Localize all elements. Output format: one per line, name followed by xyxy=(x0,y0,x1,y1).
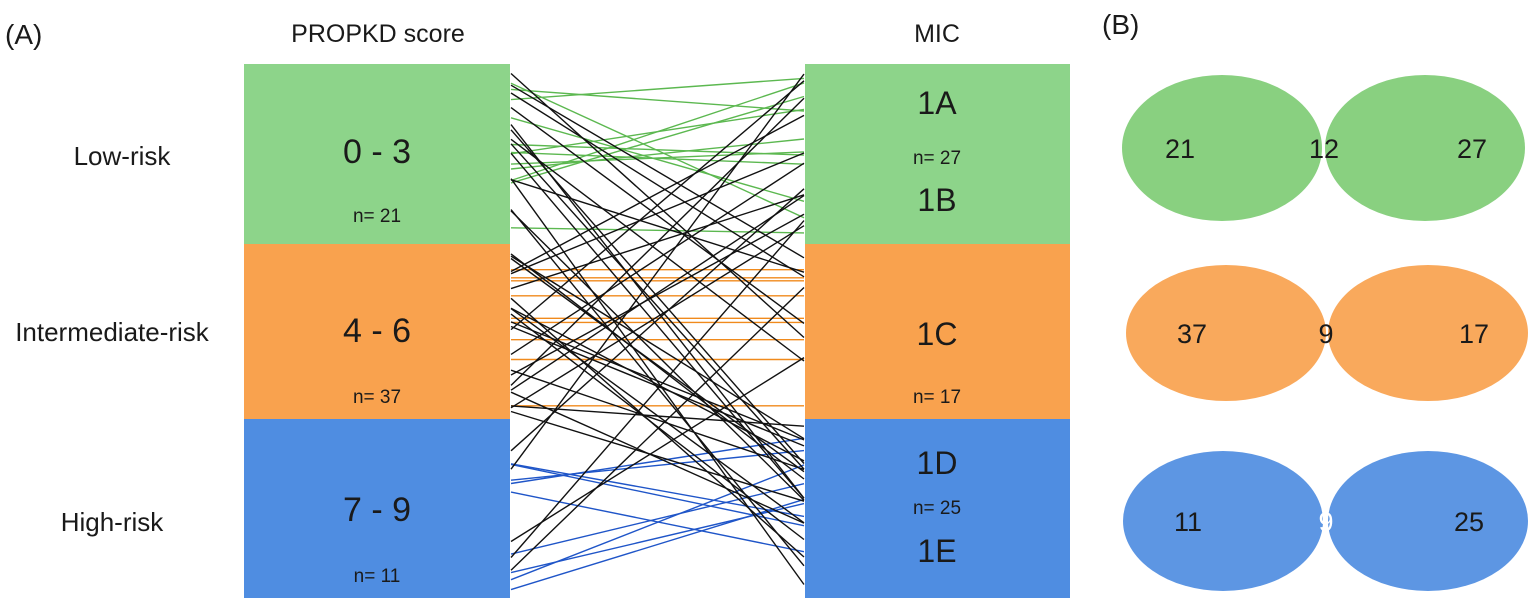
connector-line-high xyxy=(510,463,805,527)
connector-line-mismatch xyxy=(510,97,805,386)
connector-line-mismatch xyxy=(510,225,805,409)
connector-line-mismatch xyxy=(510,220,805,558)
score-range-high: 7 - 9 xyxy=(343,491,411,529)
connector-line-mismatch xyxy=(510,209,805,567)
mic-blocks xyxy=(805,64,1070,598)
propkd-block-high xyxy=(244,419,510,598)
connector-line-low xyxy=(510,117,805,202)
connector-line-mismatch xyxy=(510,195,805,391)
connector-line-mismatch xyxy=(510,391,805,524)
mic-header: MIC xyxy=(914,20,960,48)
score-range-low: 0 - 3 xyxy=(343,133,411,171)
connector-line-low xyxy=(510,151,805,165)
connector-line-mismatch xyxy=(510,80,805,331)
connector-line-mismatch xyxy=(510,143,805,470)
connector-line-mismatch xyxy=(510,357,805,543)
mic-n-intermediate: n= 17 xyxy=(913,387,961,408)
risk-label-intermediate: Intermediate-risk xyxy=(15,317,210,347)
connector-line-mismatch xyxy=(510,253,805,480)
propkd-blocks xyxy=(244,64,510,598)
connector-line-high xyxy=(510,483,805,555)
mic-code-1c: 1C xyxy=(917,316,958,352)
risk-label-high: High-risk xyxy=(61,507,165,537)
score-n-high: n= 11 xyxy=(354,566,401,587)
connector-line-low xyxy=(510,108,805,155)
connector-line-low xyxy=(510,95,805,184)
connector-line-mismatch xyxy=(510,410,805,502)
mic-block-intermediate xyxy=(805,244,1070,419)
score-n-low: n= 21 xyxy=(353,206,401,227)
venn-intermediate: 37 9 17 xyxy=(1126,265,1528,401)
connector-lines xyxy=(510,72,805,591)
connector-line-mismatch xyxy=(510,210,805,501)
connector-line-mismatch xyxy=(510,138,805,362)
connector-line-mismatch xyxy=(510,162,805,355)
venn-low: 21 12 27 xyxy=(1122,75,1525,221)
venn-high: 11 9 25 xyxy=(1123,451,1528,591)
panel-b-label: (B) xyxy=(1102,9,1139,40)
connector-line-low xyxy=(510,88,805,112)
mic-code-1b: 1B xyxy=(917,182,956,218)
venn-low-right-set xyxy=(1325,75,1525,221)
venn-low-overlap-count: 12 xyxy=(1309,134,1339,164)
venn-high-overlap-count: 9 xyxy=(1318,507,1333,537)
connector-line-mismatch xyxy=(510,73,805,470)
propkd-score-header: PROPKD score xyxy=(291,20,465,48)
venn-high-left-count: 11 xyxy=(1174,507,1202,537)
connector-line-low xyxy=(510,82,805,219)
connector-line-high xyxy=(510,437,805,485)
connector-line-mismatch xyxy=(510,84,805,259)
risk-label-low: Low-risk xyxy=(74,141,172,171)
venn-high-right-set xyxy=(1328,451,1528,591)
mic-block-high xyxy=(805,419,1070,598)
connector-line-mismatch xyxy=(510,369,805,471)
connector-line-high xyxy=(510,463,805,518)
connector-line-low xyxy=(510,77,805,101)
mic-code-1e: 1E xyxy=(917,533,956,569)
connector-line-mismatch xyxy=(510,107,805,324)
venn-high-left-set xyxy=(1123,451,1323,591)
connector-line-mismatch xyxy=(510,188,805,452)
mic-code-1d: 1D xyxy=(917,445,958,481)
connector-line-mismatch xyxy=(510,114,805,273)
panel-a-label: (A) xyxy=(5,19,42,50)
venn-intermediate-right-count: 17 xyxy=(1459,319,1489,349)
connector-line-mismatch xyxy=(510,129,805,464)
connector-line-mismatch xyxy=(510,92,805,278)
venn-low-right-count: 27 xyxy=(1457,134,1487,164)
propkd-block-intermediate xyxy=(244,244,510,419)
connector-line-mismatch xyxy=(510,257,805,473)
venn-intermediate-overlap-count: 9 xyxy=(1318,319,1333,349)
mic-n-low: n= 27 xyxy=(913,148,961,169)
connector-line-mismatch xyxy=(510,152,805,275)
venn-high-right-count: 25 xyxy=(1454,507,1484,537)
connector-line-high xyxy=(510,491,805,553)
venn-intermediate-left-count: 37 xyxy=(1177,319,1207,349)
propkd-block-low xyxy=(244,64,510,244)
connector-line-mismatch xyxy=(510,286,805,571)
score-range-intermediate: 4 - 6 xyxy=(343,312,411,350)
venn-low-left-count: 21 xyxy=(1165,134,1195,164)
venn-low-left-set xyxy=(1122,75,1322,221)
connector-line-mismatch xyxy=(510,325,805,447)
mic-n-high: n= 25 xyxy=(913,498,961,519)
mic-block-low xyxy=(805,64,1070,244)
score-n-intermediate: n= 37 xyxy=(353,387,401,408)
connector-line-mismatch xyxy=(510,308,805,524)
venn-intermediate-right-set xyxy=(1328,265,1528,401)
mic-code-1a: 1A xyxy=(917,85,957,121)
connector-line-mismatch xyxy=(510,213,805,376)
connector-line-mismatch xyxy=(510,297,805,558)
venn-intermediate-left-set xyxy=(1126,265,1326,401)
